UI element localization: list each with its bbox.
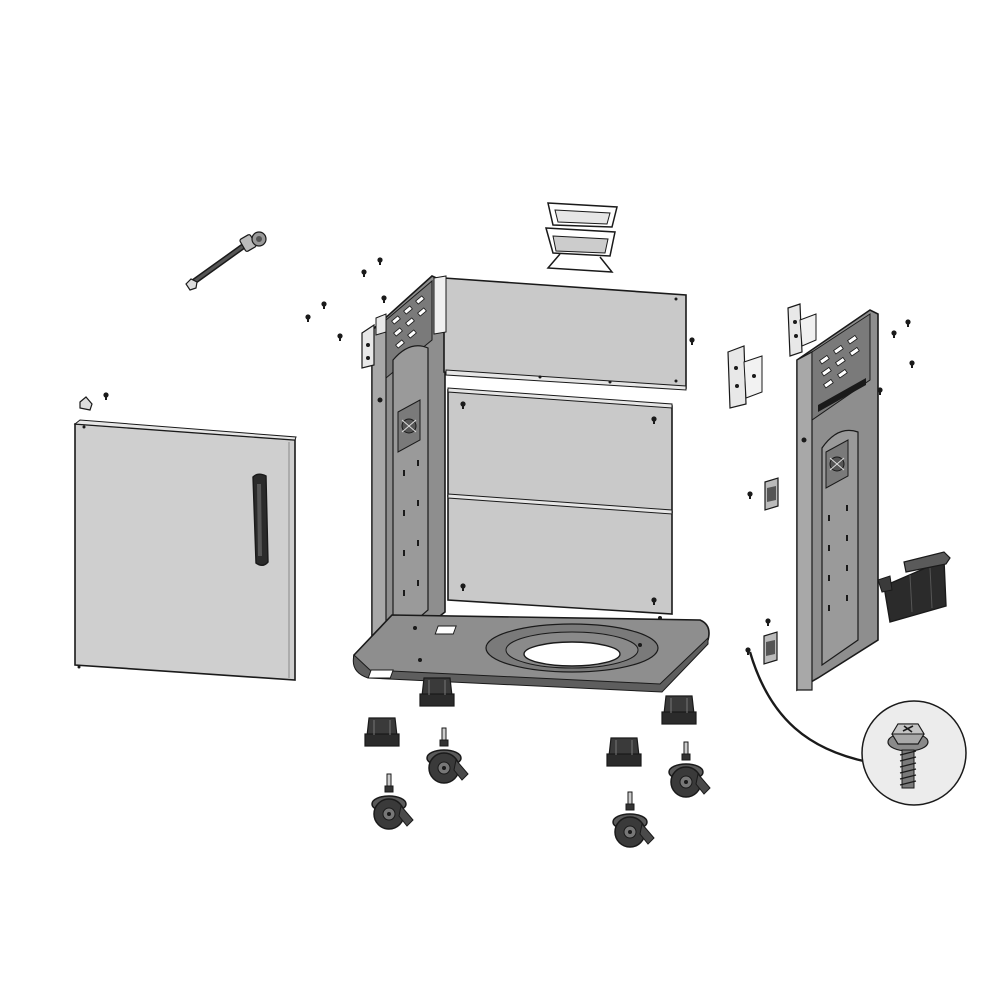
door-hinge-bracket xyxy=(79,392,109,411)
back-top-panel xyxy=(433,275,687,391)
grease-cup xyxy=(544,202,618,273)
left-side-panel xyxy=(371,275,446,656)
gas-hose xyxy=(185,231,267,291)
hex-bolt-icon xyxy=(887,723,929,789)
cabinet-door xyxy=(73,419,297,681)
bolt-callout xyxy=(748,651,967,806)
back-bottom-panel xyxy=(447,493,673,615)
caster-wheels xyxy=(371,727,711,848)
right-hanger-bracket-top xyxy=(787,303,817,357)
back-middle-panel xyxy=(447,387,673,513)
side-basket xyxy=(877,551,951,623)
right-side-panel xyxy=(796,309,879,692)
left-hanger-bracket xyxy=(361,313,387,369)
center-hanger-bracket xyxy=(727,345,763,409)
door-catch-upper xyxy=(747,477,779,511)
door-catch-lower xyxy=(745,618,778,665)
bottom-shelf xyxy=(352,614,710,693)
